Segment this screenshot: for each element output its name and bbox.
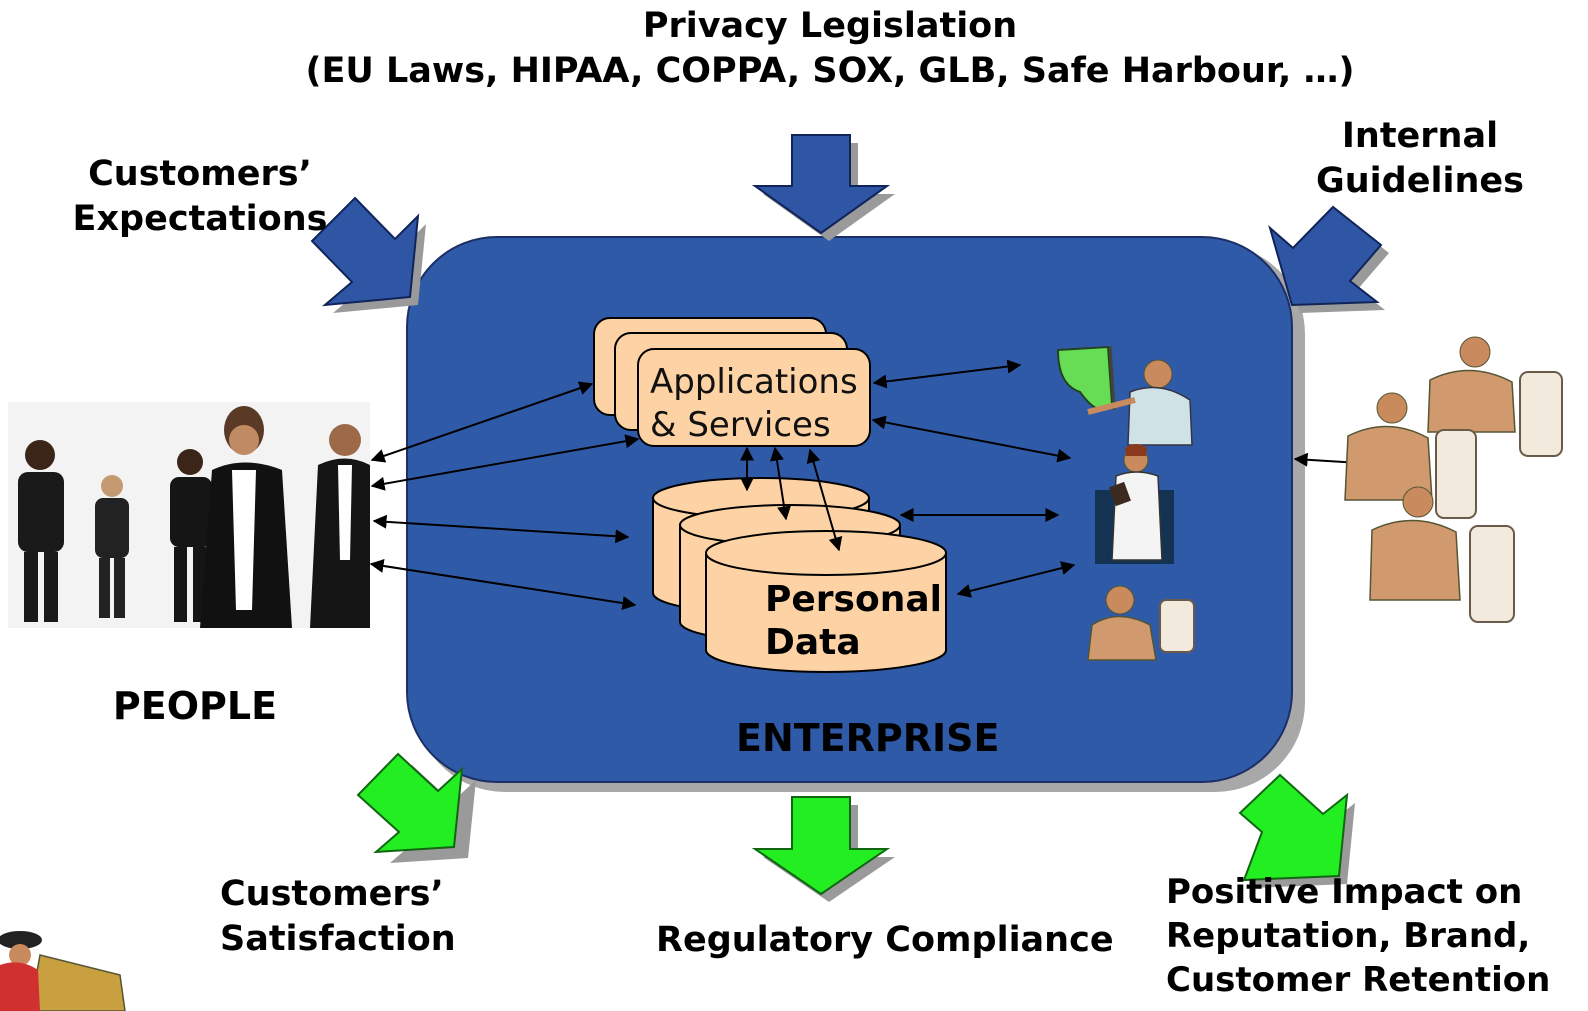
data-line1: Personal [765, 579, 942, 620]
workers-group-clipart [1344, 336, 1563, 623]
output-arrow-right-icon [1238, 773, 1355, 888]
connector-data-worker [956, 561, 1076, 598]
connector-people-data2 [369, 559, 637, 610]
output-arrow-left-icon [356, 752, 476, 863]
satisfaction-line1: Customers’ [220, 874, 444, 914]
people-label: PEOPLE [112, 684, 278, 728]
impact-line3: Customer Retention [1166, 960, 1551, 1000]
data-line2: Data [765, 622, 861, 663]
traveler-clipart [0, 931, 126, 1011]
positive-impact-label: Positive Impact on Reputation, Brand, Cu… [1166, 870, 1550, 1002]
guidelines-line2: Guidelines [1316, 161, 1524, 201]
output-arrow-center-icon [751, 796, 895, 902]
data-cylinder-front [705, 530, 947, 673]
doctor-clipart [1095, 444, 1174, 564]
input-arrow-left-fg [310, 196, 420, 307]
internal-guidelines-label: Internal Guidelines [1300, 114, 1540, 204]
personal-data-label: Personal Data [765, 578, 942, 664]
privacy-line1: Privacy Legislation [642, 6, 1018, 46]
connector-people-apps2 [370, 434, 640, 491]
apps-box-front [637, 348, 871, 447]
privacy-line2: (EU Laws, HIPAA, COPPA, SOX, GLB, Safe H… [305, 51, 1355, 91]
satisfaction-line2: Satisfaction [220, 919, 456, 959]
presenter-clipart [1056, 345, 1193, 446]
connector-apps-doctor [871, 415, 1072, 463]
connector-apps-data3 [806, 448, 843, 552]
impact-line2: Reputation, Brand, [1166, 916, 1531, 956]
connector-apps-presenter [872, 359, 1022, 389]
worker-computer-clipart [1087, 585, 1195, 661]
impact-line1: Positive Impact on [1166, 872, 1523, 912]
apps-line1: Applications [650, 362, 858, 402]
apps-line2: & Services [650, 405, 831, 445]
expectations-line2: Expectations [72, 199, 328, 239]
enterprise-label: ENTERPRISE [736, 716, 1000, 760]
customers-expectations-label: Customers’ Expectations [60, 152, 340, 242]
guidelines-line1: Internal [1341, 116, 1499, 156]
input-arrow-right-fg [1268, 205, 1383, 307]
apps-services-label: Applications & Services [650, 361, 858, 447]
input-arrow-top-icon [751, 134, 895, 241]
customers-satisfaction-label: Customers’ Satisfaction [220, 872, 456, 962]
connector-people-data1 [372, 514, 630, 544]
people-group-photo [8, 402, 370, 628]
connector-apps-data2 [770, 446, 791, 521]
regulatory-compliance-label: Regulatory Compliance [656, 920, 1114, 960]
expectations-line1: Customers’ [88, 154, 312, 194]
privacy-legislation-title: Privacy Legislation (EU Laws, HIPAA, COP… [230, 4, 1430, 94]
